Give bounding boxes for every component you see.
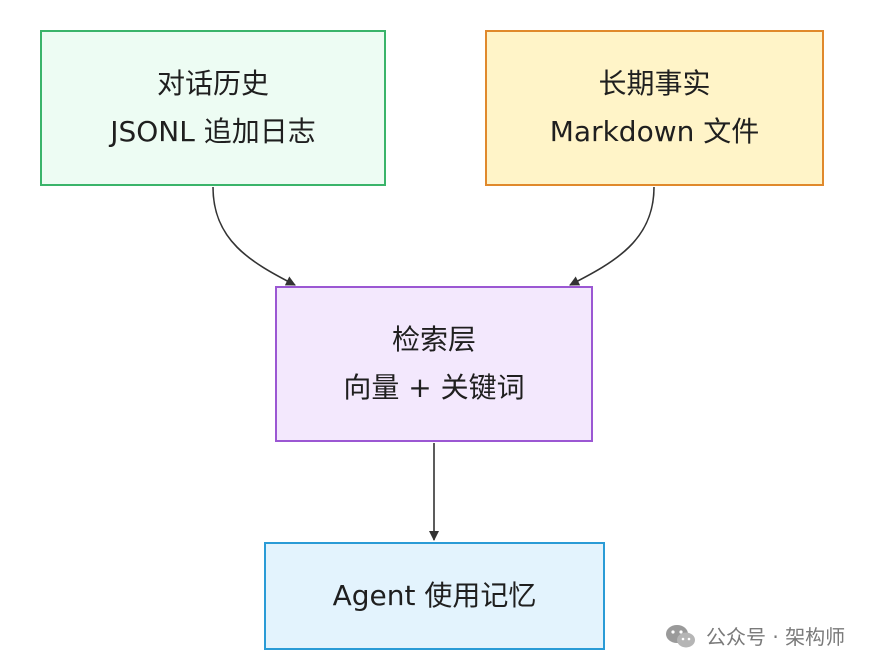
node-retrieval-subtitle: 向量 + 关键词 (343, 371, 525, 404)
wechat-icon (666, 624, 695, 647)
node-retrieval: 检索层 向量 + 关键词 (275, 286, 593, 442)
edge-history-to-retrieval (212, 186, 296, 286)
node-facts: 长期事实 Markdown 文件 (485, 30, 824, 186)
node-history-title: 对话历史 (156, 67, 269, 101)
node-agent: Agent 使用记忆 (264, 542, 605, 650)
node-facts-title: 长期事实 (598, 67, 711, 101)
watermark-text: 公众号 · 架构师 (706, 625, 846, 649)
node-history-subtitle: JSONL 追加日志 (110, 115, 316, 148)
node-facts-subtitle: Markdown 文件 (549, 115, 760, 148)
node-retrieval-title: 检索层 (391, 323, 476, 357)
node-agent-title: Agent 使用记忆 (332, 579, 537, 613)
watermark: 公众号 · 架构师 (664, 621, 845, 650)
edge-facts-to-retrieval (569, 186, 655, 286)
node-history: 对话历史 JSONL 追加日志 (40, 30, 386, 186)
